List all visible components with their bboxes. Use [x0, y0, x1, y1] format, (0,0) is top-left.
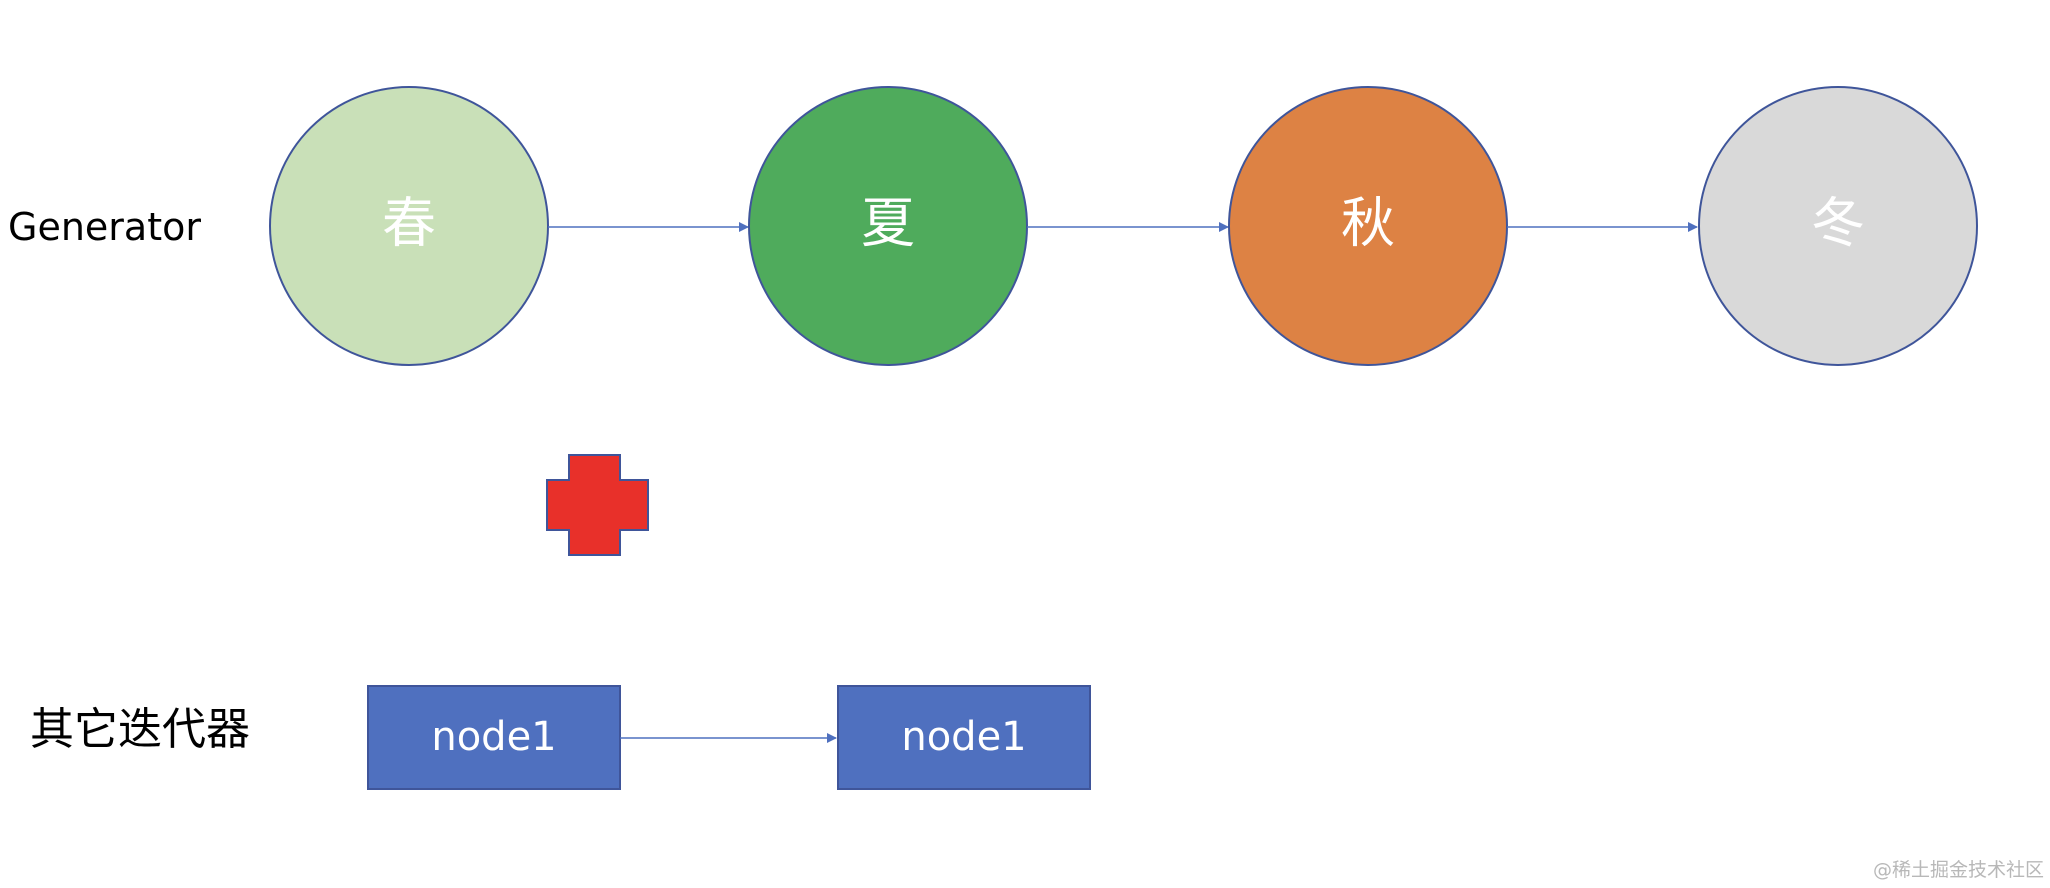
season-label-autumn: 秋 — [1341, 192, 1395, 255]
season-label-summer: 夏 — [861, 192, 915, 255]
season-circle-summer — [748, 86, 1028, 366]
iterator-node-box-second — [837, 685, 1091, 790]
season-label-spring: 春 — [382, 192, 436, 255]
season-node-autumn: 秋 — [1228, 86, 1508, 366]
season-node-winter: 冬 — [1698, 86, 1978, 366]
watermark-text: @稀土掘金技术社区 — [1873, 859, 2044, 881]
iterator-node-first: node1 — [367, 685, 621, 790]
season-node-summer: 夏 — [748, 86, 1028, 366]
season-label-winter: 冬 — [1811, 192, 1865, 255]
season-circle-winter — [1698, 86, 1978, 366]
season-circle-spring — [269, 86, 549, 366]
generator-row-label: Generator — [8, 205, 201, 249]
iterator-node-box-first — [367, 685, 621, 790]
iterator-node-label-second: node1 — [901, 714, 1026, 760]
iterator-row-label: 其它迭代器 — [30, 704, 250, 755]
season-circle-autumn — [1228, 86, 1508, 366]
iterator-node-label-first: node1 — [431, 714, 556, 760]
season-node-spring: 春 — [269, 86, 549, 366]
plus-icon — [546, 454, 649, 556]
iterator-node-second: node1 — [837, 685, 1091, 790]
